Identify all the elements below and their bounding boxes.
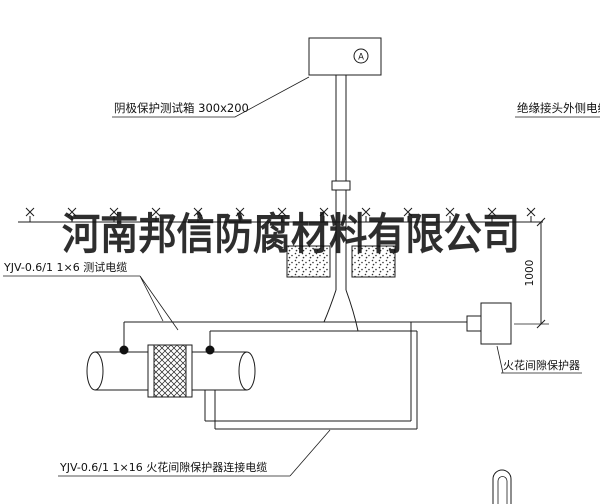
spark-protector-body: [480, 302, 512, 345]
spark-cable-leader: [289, 429, 331, 477]
outer-cable-label: 绝缘接头外侧电缆: [517, 101, 600, 115]
pipeline: [86, 344, 256, 398]
vent-pipe-inner: [497, 476, 508, 504]
ammeter-letter: A: [358, 53, 364, 63]
post-coupling: [331, 180, 351, 191]
label-outer-cable: 绝缘接头外侧电缆: [515, 101, 600, 118]
dimension-value: 1000: [524, 260, 536, 287]
test-box-leader: [112, 76, 310, 118]
foundation-block-right: [351, 245, 396, 278]
post-cable-left: [323, 289, 337, 323]
vent-pipe-outer: [492, 469, 512, 504]
label-spark-protector: 火花间隙保护器: [496, 345, 582, 374]
label-spark-cable: YJV-0.6/1 1×16 火花间隙保护器连接电缆: [58, 429, 331, 477]
weld-point-left: [119, 345, 129, 355]
spark-protector-leader: [496, 345, 504, 374]
ammeter-circle-icon: [353, 48, 369, 64]
weld-point-right: [205, 345, 215, 355]
test-box-label: 阴极保护测试箱 300x200: [114, 101, 249, 115]
foundation-block-left: [286, 245, 331, 278]
vent-pipe-symbol: [492, 469, 512, 504]
insulating-joint: [153, 344, 187, 398]
spark-gap-protector: [466, 302, 512, 345]
spark-protector-label: 火花间隙保护器: [503, 358, 580, 372]
test-cable-label: YJV-0.6/1 1×6 测试电缆: [3, 261, 127, 274]
dimension-1000: 1000: [514, 217, 549, 329]
test-cable-leaders: [139, 275, 179, 331]
spark-protector-stem: [466, 315, 482, 332]
company-watermark: 河南邦信防腐材料有限公司: [62, 210, 520, 260]
test-box-outline: [308, 37, 382, 76]
pipe-end-cap-left: [86, 351, 104, 391]
test-post: [331, 75, 351, 290]
test-box: A: [308, 37, 382, 76]
spark-cable-label: YJV-0.6/1 1×16 火花间隙保护器连接电缆: [59, 460, 267, 474]
ground-line: [18, 207, 543, 223]
label-test-cable: YJV-0.6/1 1×6 测试电缆: [3, 261, 179, 331]
cable-runs: [123, 289, 467, 430]
concrete-foundation: [286, 245, 396, 278]
label-test-box: 阴极保护测试箱 300x200: [112, 76, 310, 118]
post-cable-right: [345, 289, 359, 332]
pipe-end-cap-right: [238, 351, 256, 391]
